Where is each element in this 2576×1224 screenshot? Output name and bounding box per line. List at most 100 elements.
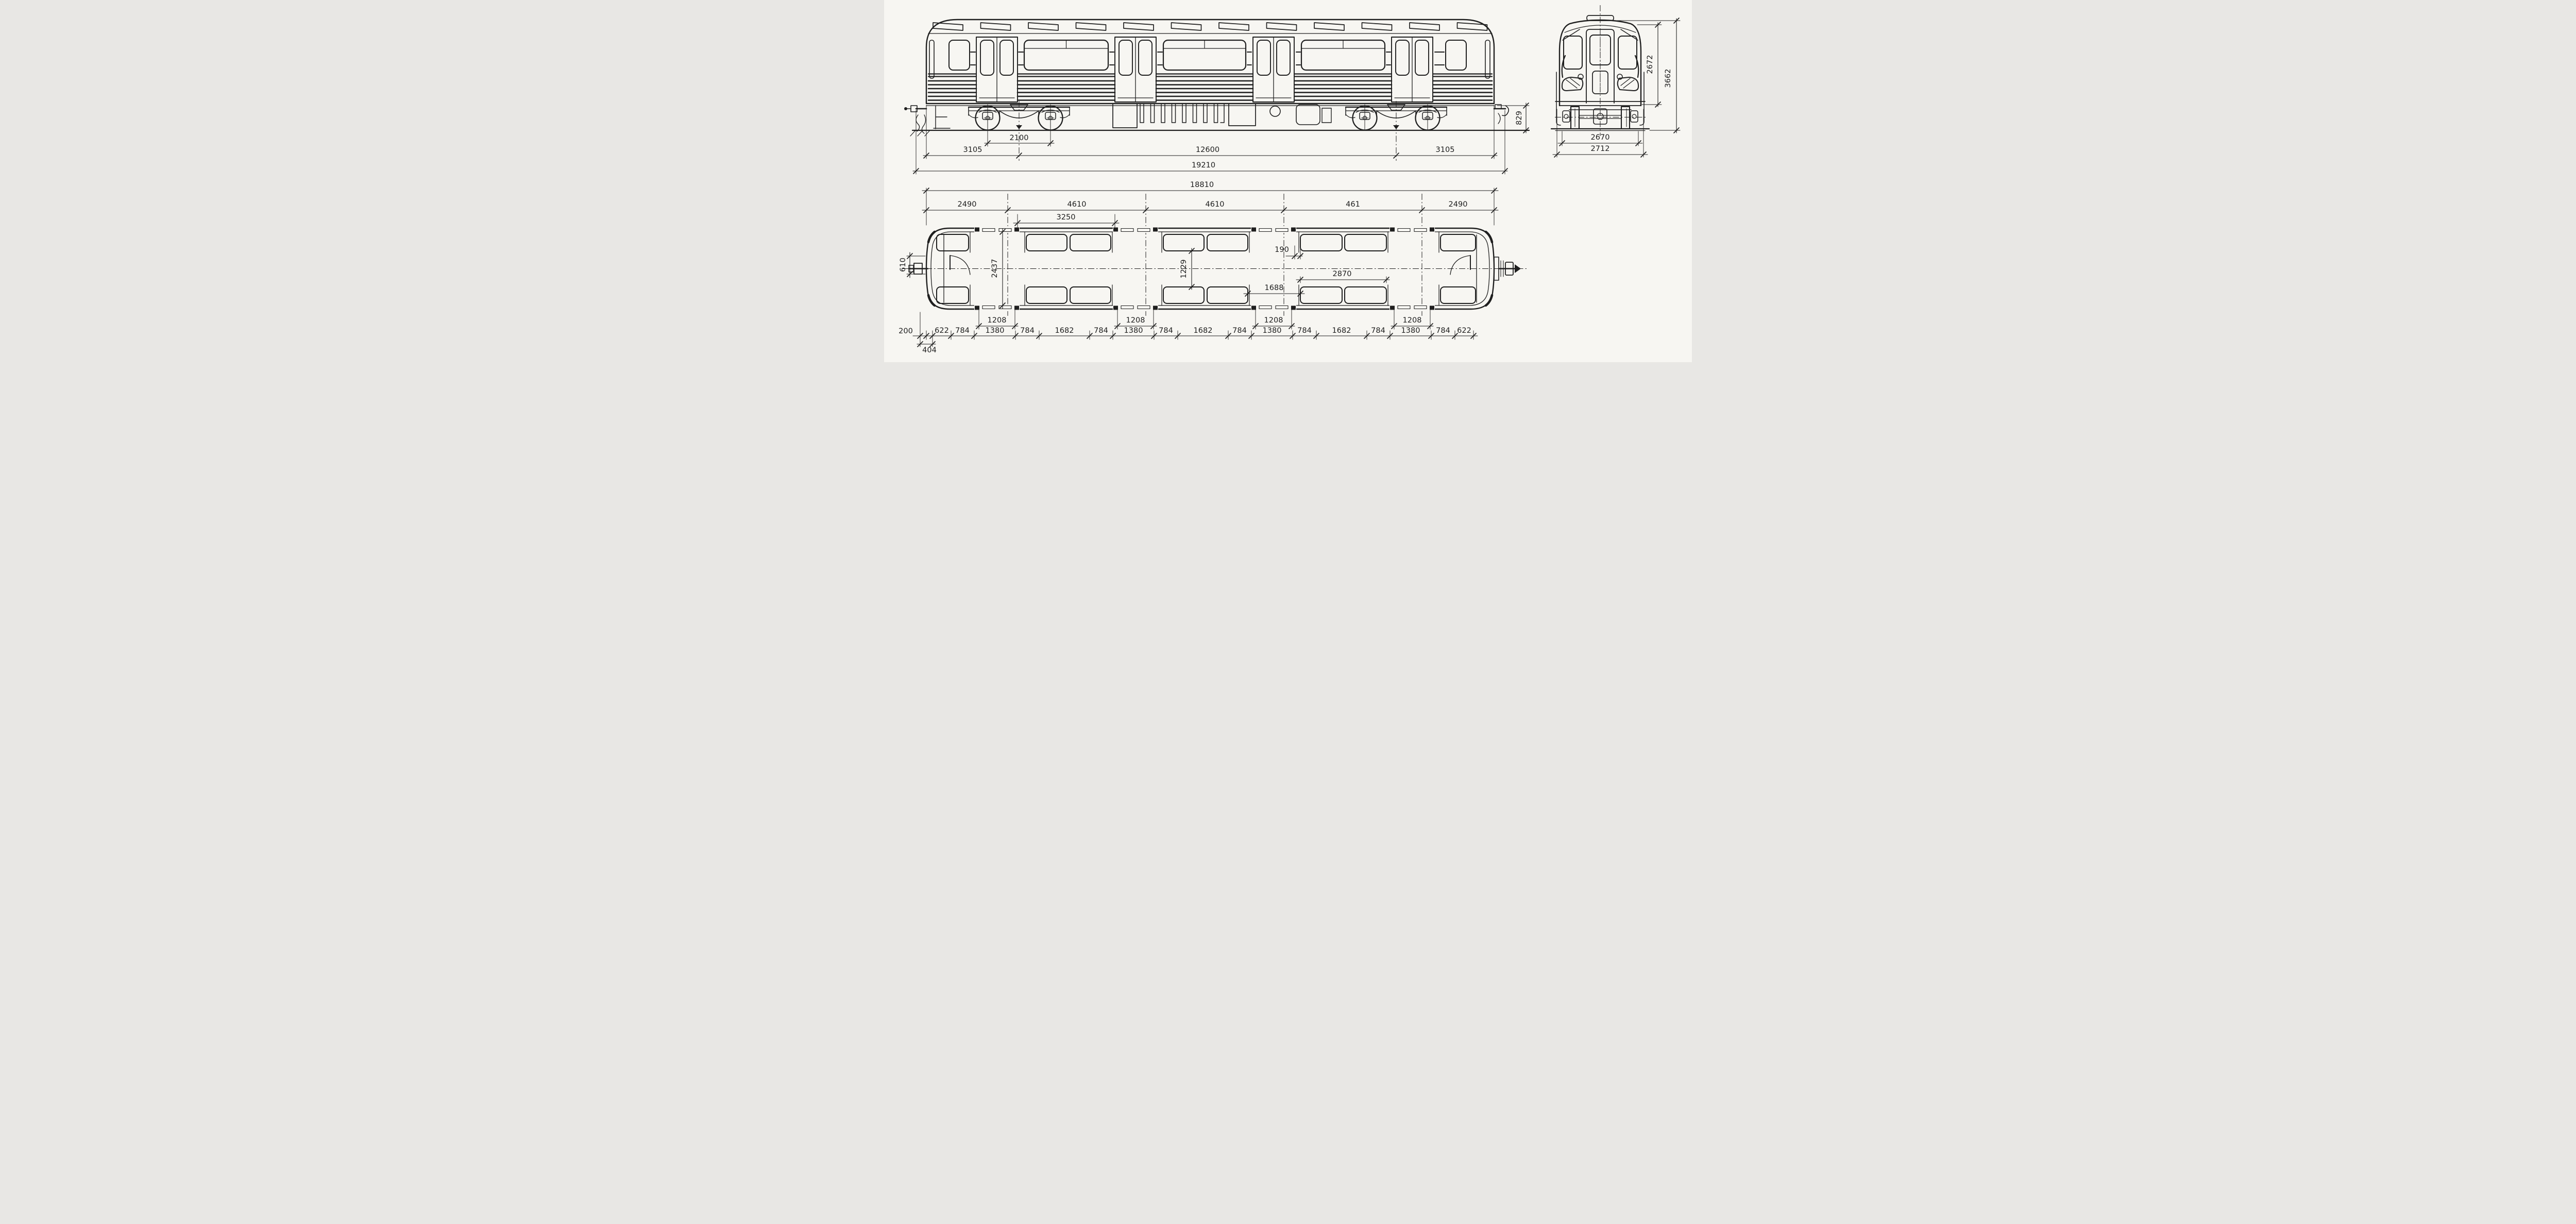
seat	[1070, 234, 1111, 251]
front-inner-roof	[1564, 25, 1636, 33]
nose-reinforcements	[927, 230, 1494, 307]
front-window-right	[1618, 36, 1637, 70]
seat	[1207, 234, 1248, 251]
corrugation-ribs	[927, 80, 1493, 101]
end-door-right	[1450, 255, 1471, 275]
roof-braces	[1562, 29, 1638, 41]
ground-hatch	[910, 130, 930, 137]
chain-label-622a: 622	[935, 327, 949, 335]
dim-label-seat-clearance: 190	[1275, 246, 1289, 254]
front-dimensions: 2672 3662 2670 2712	[1552, 18, 1681, 158]
chain-label-1682b: 1682	[1194, 327, 1213, 335]
grid-lines	[1007, 194, 1422, 317]
chain-label-784g: 784	[1371, 327, 1385, 335]
dimension-lines	[1552, 18, 1677, 155]
seat	[936, 286, 969, 304]
chain-label-784h: 784	[1436, 327, 1450, 335]
end-walls	[943, 234, 1477, 303]
plan-dimensions: 18810 2490 4610 4610 461 2490 3250 610 2…	[899, 181, 1499, 354]
chain-label-1380d: 1380	[1401, 327, 1420, 335]
door-side-4	[1391, 37, 1433, 103]
extension-lines	[1556, 20, 1681, 158]
seat	[1344, 286, 1387, 304]
end-window-right	[1485, 40, 1490, 79]
front-body-outline	[1558, 19, 1642, 107]
dim-label-width-body: 2670	[1591, 133, 1610, 142]
seat	[936, 234, 969, 251]
chain-label-784d: 784	[1159, 327, 1173, 335]
interior-seats-front	[1561, 55, 1639, 91]
equipment-tank	[1296, 104, 1320, 125]
door-side-1	[976, 37, 1018, 103]
equipment-box	[1321, 108, 1332, 123]
plan-coupler-right	[1494, 257, 1521, 281]
side-elevation	[904, 19, 1530, 137]
dim-label-overall-width: 2712	[1591, 145, 1610, 153]
extension-lines	[916, 105, 1530, 175]
seat	[1207, 286, 1248, 304]
equipment-box	[1112, 103, 1138, 128]
door-side-2	[1114, 37, 1157, 103]
side-skirts	[1556, 72, 1645, 126]
extension-lines	[906, 188, 1495, 347]
seat	[1300, 286, 1343, 304]
end-step	[933, 105, 951, 129]
dim-label-overhang-left: 3105	[963, 146, 982, 154]
seat	[1440, 286, 1476, 304]
underfloor-equipment	[1112, 103, 1332, 128]
coupler-left	[904, 105, 951, 134]
chain-label-1380c: 1380	[1263, 327, 1282, 335]
saloon-windows	[1023, 39, 1386, 71]
front-window-left	[1563, 36, 1583, 70]
bogie-centerlines	[1019, 101, 1397, 161]
dim-label-door-bay: 1688	[1265, 284, 1284, 292]
dim-label-chain-2490a: 2490	[958, 200, 977, 209]
chain-label-784f: 784	[1297, 327, 1312, 335]
dim-label-floor-height: 829	[1515, 111, 1523, 125]
dim-label-window-bay: 3250	[1057, 213, 1076, 222]
chain-label-1682c: 1682	[1332, 327, 1351, 335]
chain-label-784c: 784	[1094, 327, 1108, 335]
chain-label-1380a: 1380	[986, 327, 1005, 335]
carbody-outline	[925, 19, 1495, 105]
dim-label-chain-461: 461	[1346, 200, 1360, 209]
seat	[1026, 286, 1067, 304]
dim-label-coupler-width: 610	[899, 258, 907, 272]
seat	[1440, 234, 1476, 251]
waist-band	[927, 73, 1493, 77]
chain-label-784a: 784	[955, 327, 970, 335]
chain-label-1380b: 1380	[1124, 327, 1143, 335]
dim-label-door-clear-3: 1208	[1264, 316, 1283, 325]
dim-label-aisle-width: 1229	[1180, 260, 1188, 279]
chain-label-784b: 784	[1020, 327, 1035, 335]
end-door-lower-window	[1592, 71, 1608, 94]
dim-label-interior-height: 2672	[1646, 55, 1654, 74]
seat	[1026, 234, 1067, 251]
seat	[1163, 234, 1205, 251]
dim-label-total-length: 19210	[1192, 161, 1215, 169]
dim-label-door-clear-4: 1208	[1403, 316, 1422, 325]
resistor-bank	[1140, 103, 1225, 123]
dimension-ticks	[1554, 18, 1680, 158]
front-elevation	[1550, 5, 1650, 136]
dimension-ticks	[913, 103, 1529, 174]
dimension-ticks	[907, 188, 1497, 347]
blueprint-page: 2100 3105 12600 3105 19210 829	[884, 0, 1692, 362]
door-pockets	[975, 227, 1434, 310]
dimension-lines	[912, 103, 1527, 172]
end-door-frame	[1586, 29, 1615, 104]
dim-label-overall-height: 3662	[1664, 69, 1672, 88]
door-side-3	[1252, 37, 1295, 103]
technical-drawing: 2100 3105 12600 3105 19210 829	[899, 5, 1681, 354]
dim-label-door-clear-1: 1208	[988, 316, 1007, 325]
equipment-box	[1228, 103, 1256, 126]
end-door-window	[1589, 35, 1611, 65]
dim-label-overhang-right: 3105	[1436, 146, 1455, 154]
cab-window-left	[948, 40, 970, 71]
seat	[1163, 286, 1205, 304]
coupler-right	[1493, 104, 1510, 124]
dim-label-wheelbase: 2100	[1010, 134, 1029, 142]
dim-label-seat-length: 2870	[1333, 270, 1352, 278]
cab-window-right	[1445, 40, 1467, 71]
chain-label-404: 404	[922, 346, 937, 354]
